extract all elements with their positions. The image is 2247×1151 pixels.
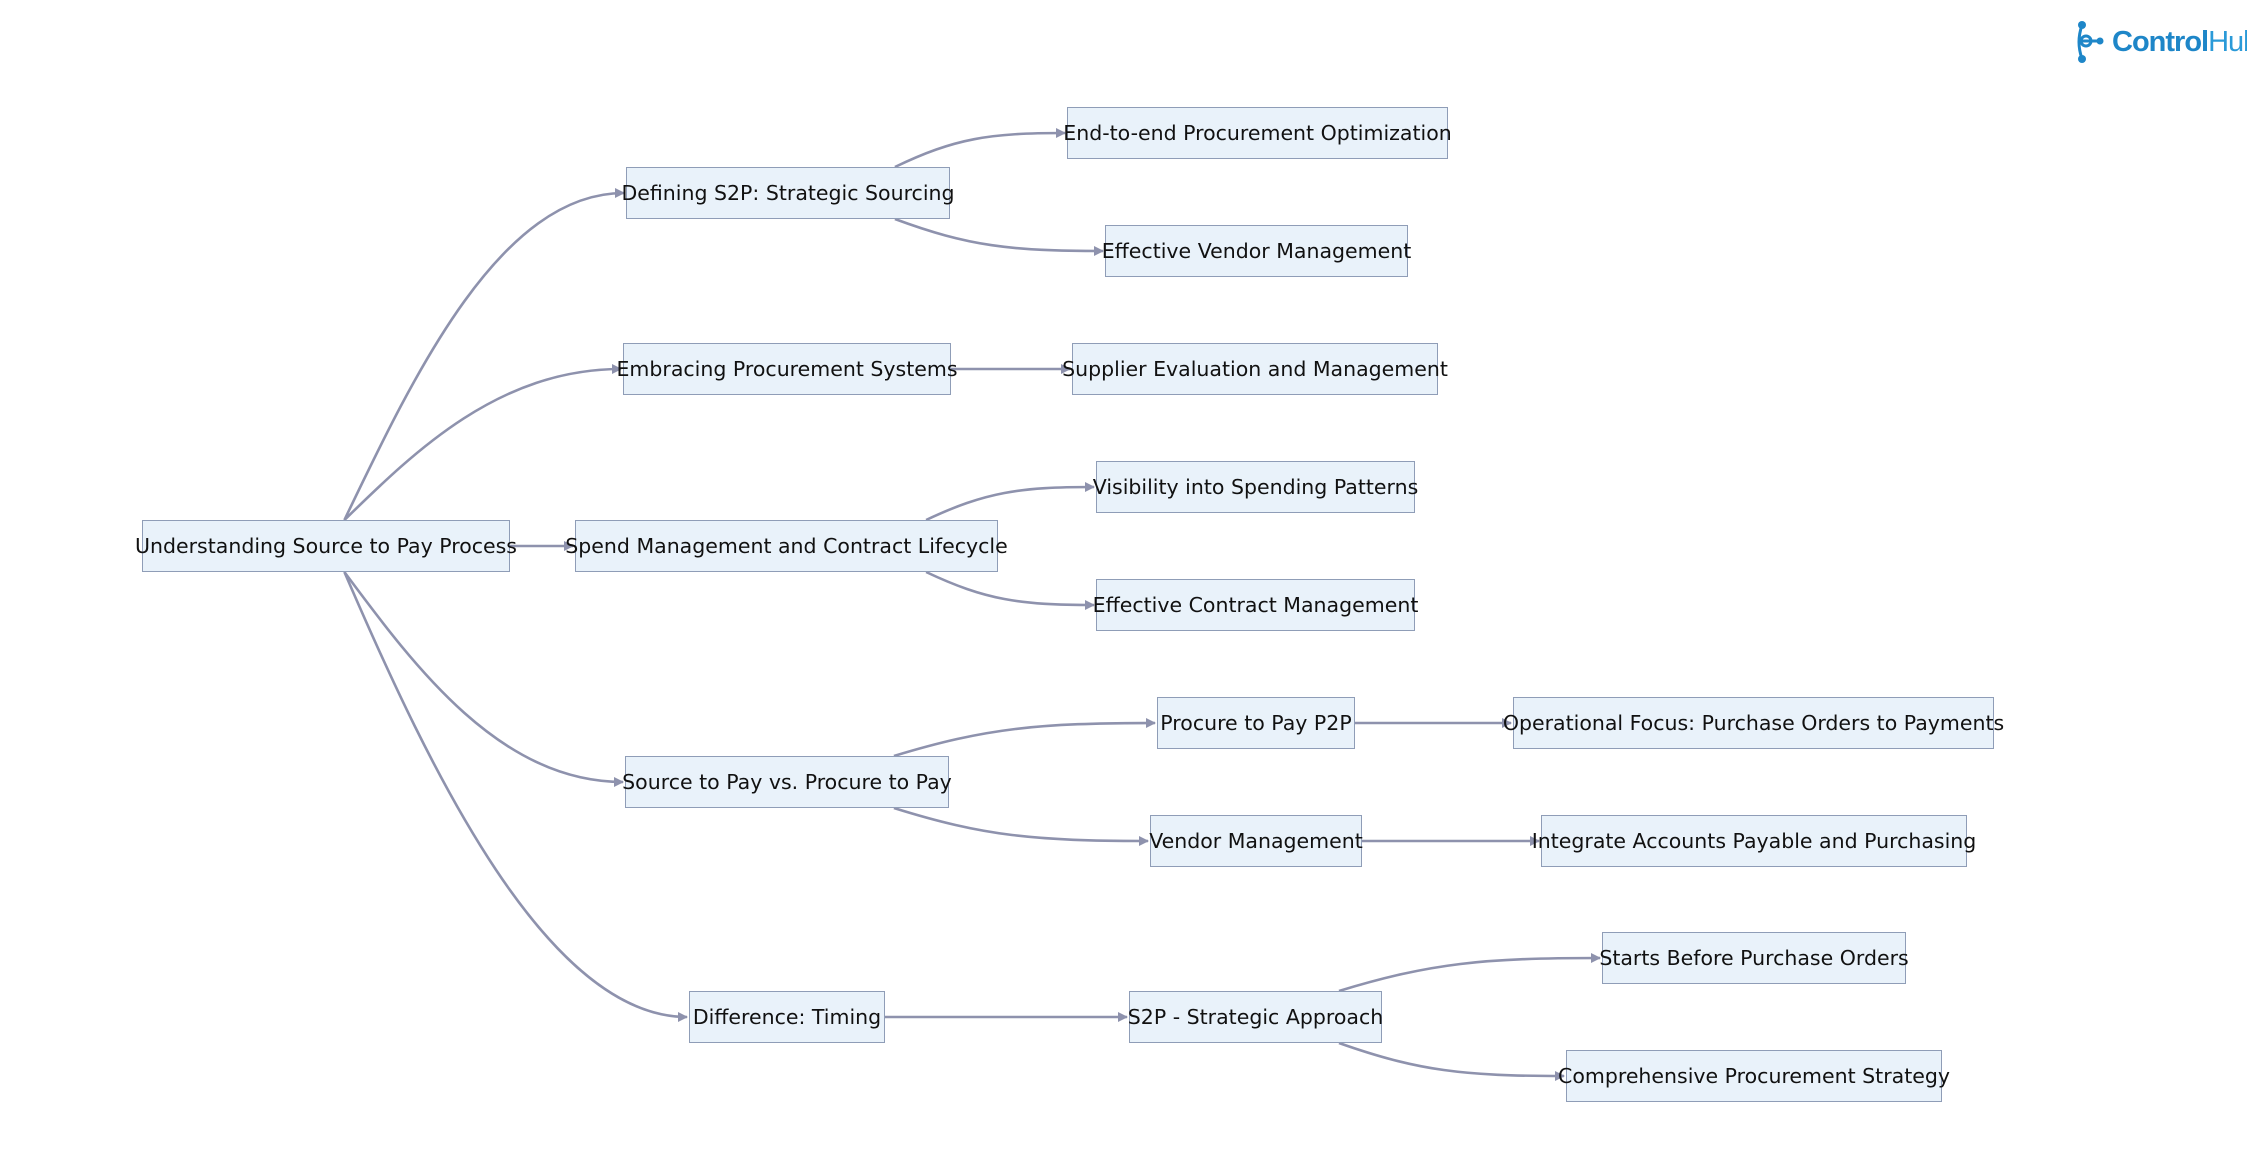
node-spend-mgmt: Spend Management and Contract Lifecycle [565, 520, 1008, 572]
node-s2p-strategic: S2P - Strategic Approach [1128, 991, 1383, 1043]
node-s2p-def: Defining S2P: Strategic Sourcing [621, 167, 955, 219]
node-integrate-ap: Integrate Accounts Payable and Purchasin… [1532, 815, 1976, 867]
node-p2p: Procure to Pay P2P [1157, 697, 1355, 749]
node-visibility: Visibility into Spending Patterns [1093, 461, 1418, 513]
edge-root-to-timing [343, 571, 688, 1022]
edge-spend-mgmt-to-visibility [925, 482, 1095, 522]
node-vendor-mgmt: Vendor Management [1149, 815, 1363, 867]
node-starts-before: Starts Before Purchase Orders [1599, 932, 1909, 984]
node-operational: Operational Focus: Purchase Orders to Pa… [1503, 697, 2004, 749]
edge-root-to-s2p-def [343, 188, 625, 521]
brand-name-part1: Control [2112, 25, 2209, 58]
edge-spend-mgmt-to-contract-mgmt [925, 570, 1095, 610]
edge-root-to-proc-systems [343, 364, 622, 521]
node-timing: Difference: Timing [689, 991, 885, 1043]
controlhub-logo: ControlHub [2074, 18, 2247, 66]
edge-s2p-vs-p2p-to-p2p [893, 718, 1156, 758]
edge-s2p-vs-p2p-to-vendor-mgmt [893, 806, 1149, 846]
edge-root-to-s2p-vs-p2p [343, 571, 624, 787]
node-supplier-eval: Supplier Evaluation and Management [1062, 343, 1448, 395]
node-s2p-vs-p2p: Source to Pay vs. Procure to Pay [622, 756, 952, 808]
node-contract-mgmt: Effective Contract Management [1093, 579, 1418, 631]
controlhub-wordmark: ControlHub [2112, 26, 2247, 59]
brand-name-part2: Hub [2208, 25, 2247, 58]
edge-s2p-def-to-end-to-end [894, 128, 1066, 169]
node-end-to-end: End-to-end Procurement Optimization [1063, 107, 1452, 159]
node-comprehensive: Comprehensive Procurement Strategy [1558, 1050, 1950, 1102]
edge-s2p-strategic-to-comprehensive [1338, 1041, 1565, 1081]
controlhub-logo-icon [2077, 21, 2104, 63]
node-proc-systems: Embracing Procurement Systems [616, 343, 958, 395]
edge-s2p-def-to-vendor-mgmt-eff [894, 217, 1104, 256]
node-vendor-mgmt-eff: Effective Vendor Management [1102, 225, 1411, 277]
edge-s2p-strategic-to-starts-before [1338, 953, 1601, 993]
node-root: Understanding Source to Pay Process [135, 520, 517, 572]
